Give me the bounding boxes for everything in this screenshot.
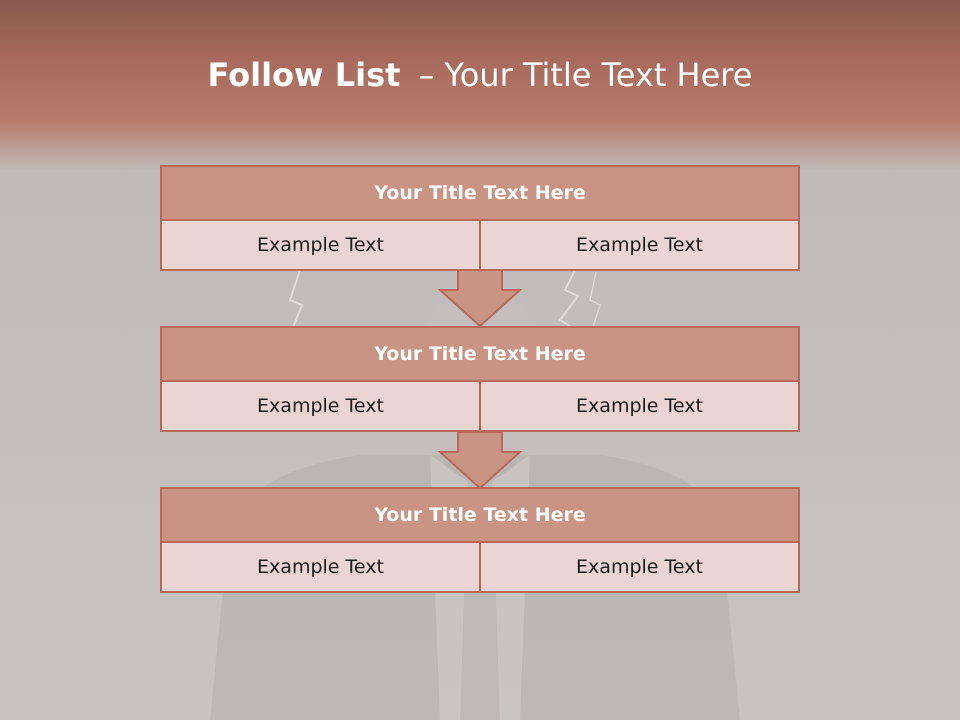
- down-arrow-1: [437, 269, 523, 328]
- block-title[interactable]: Your Title Text Here: [160, 326, 800, 382]
- block-cell-right[interactable]: Example Text: [479, 221, 798, 269]
- header-band: [0, 0, 960, 170]
- lightning-right-2: [589, 271, 601, 331]
- lightning-left: [287, 269, 304, 341]
- slide-title-bold: Follow List: [207, 56, 401, 94]
- block-title[interactable]: Your Title Text Here: [160, 165, 800, 221]
- block-title[interactable]: Your Title Text Here: [160, 487, 800, 543]
- slide-title-separator: –: [418, 56, 435, 94]
- down-arrow-2: [437, 431, 523, 490]
- block-cell-right[interactable]: Example Text: [479, 382, 798, 430]
- block-cell-left[interactable]: Example Text: [257, 395, 384, 417]
- block-cell-left[interactable]: Example Text: [257, 556, 384, 578]
- slide-title-rest: Your Title Text Here: [444, 56, 753, 94]
- block-row: Example Text Example Text: [160, 221, 800, 271]
- slide-title: Follow List–Your Title Text Here: [0, 55, 960, 95]
- follow-block-3: Your Title Text Here Example Text Exampl…: [160, 487, 800, 593]
- block-row: Example Text Example Text: [160, 382, 800, 432]
- follow-block-2: Your Title Text Here Example Text Exampl…: [160, 326, 800, 432]
- block-cell-left[interactable]: Example Text: [257, 234, 384, 256]
- block-cell-right[interactable]: Example Text: [479, 543, 798, 591]
- block-row: Example Text Example Text: [160, 543, 800, 593]
- follow-block-1: Your Title Text Here Example Text Exampl…: [160, 165, 800, 271]
